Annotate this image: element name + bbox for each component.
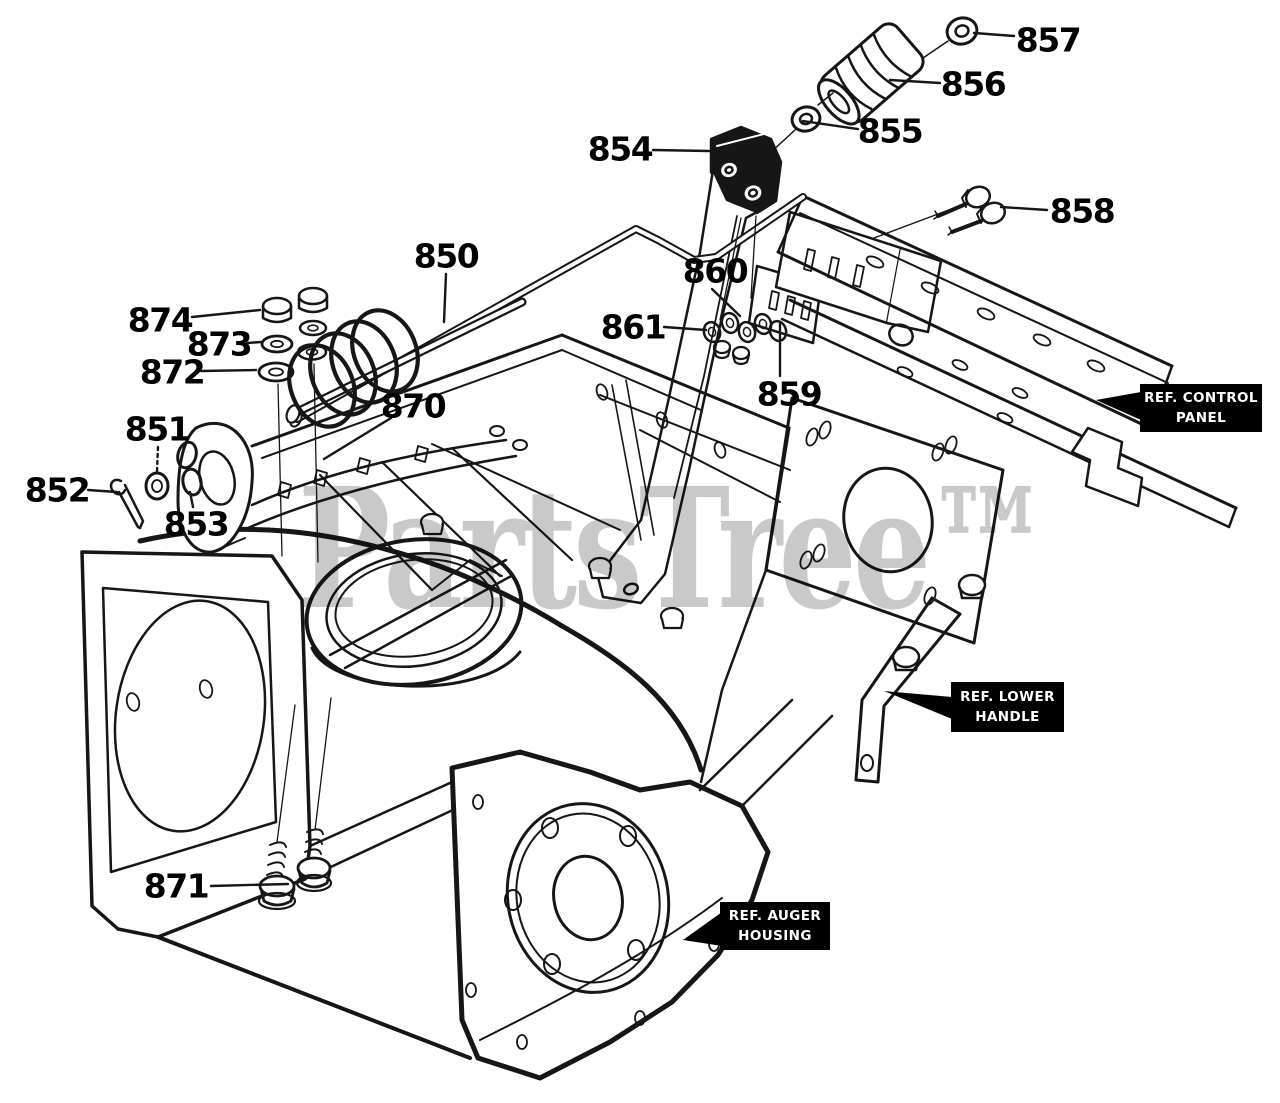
- callout-871: 871: [143, 866, 210, 906]
- callout-855: 855: [857, 111, 924, 151]
- bolts-871: [257, 697, 333, 911]
- callout-861: 861: [600, 307, 667, 347]
- hardware-column-1: [257, 296, 295, 557]
- ref-box-lower-handle: REF. LOWER HANDLE: [951, 682, 1064, 732]
- callout-850: 850: [413, 236, 480, 276]
- callout-860: 860: [682, 251, 749, 291]
- pin-852: [109, 478, 145, 530]
- ref-control-panel-line1: REF. CONTROL: [1144, 389, 1258, 406]
- ref-auger-housing-line2: HOUSING: [738, 928, 812, 944]
- callout-856: 856: [940, 64, 1007, 104]
- carriage-bolt: [891, 573, 987, 672]
- side-plate: [764, 396, 1005, 645]
- upper-rail: [776, 194, 1174, 430]
- callout-873: 873: [186, 324, 253, 364]
- callout-851: 851: [124, 409, 191, 449]
- callout-854: 854: [587, 129, 654, 169]
- spring-870: [285, 297, 527, 429]
- callout-870: 870: [380, 386, 447, 426]
- frame-front-box: [80, 550, 472, 1060]
- ref-auger-housing-line1: REF. AUGER: [728, 907, 822, 924]
- lower-rail: [780, 298, 1238, 529]
- washer-855: [790, 105, 822, 133]
- washer-857: [945, 16, 979, 46]
- ref-lower-handle-line2: HANDLE: [975, 709, 1040, 725]
- callout-874: 874: [127, 300, 194, 340]
- callout-858: 858: [1049, 191, 1116, 231]
- washer-851: [144, 471, 170, 501]
- auger-housing-panel: [449, 698, 834, 1081]
- grip-856: [817, 22, 925, 126]
- washer-cluster: [702, 215, 788, 366]
- hex-stud: [419, 425, 685, 630]
- callout-853: 853: [163, 504, 230, 544]
- bolt-858: [933, 185, 1007, 236]
- clip-853: [176, 440, 203, 497]
- ref-box-control-panel: REF. CONTROL PANEL: [1140, 384, 1262, 432]
- ref-lower-handle-line1: REF. LOWER: [960, 688, 1055, 705]
- support-bracket: [596, 168, 759, 605]
- chute-collar: [304, 537, 524, 688]
- ref-control-panel-line2: PANEL: [1175, 410, 1227, 426]
- z-bracket: [1070, 426, 1144, 508]
- frame-pan: [137, 333, 791, 773]
- leader-lines: [86, 31, 1049, 888]
- ref-box-auger-housing: REF. AUGER HOUSING: [720, 902, 830, 950]
- hardware-column-2: [296, 286, 329, 563]
- callout-852: 852: [24, 470, 91, 510]
- callout-857: 857: [1015, 20, 1082, 60]
- callout-872: 872: [139, 352, 206, 392]
- callout-859: 859: [756, 374, 823, 414]
- lower-handle-bar: [854, 596, 962, 784]
- ref-arrows: [683, 392, 1141, 946]
